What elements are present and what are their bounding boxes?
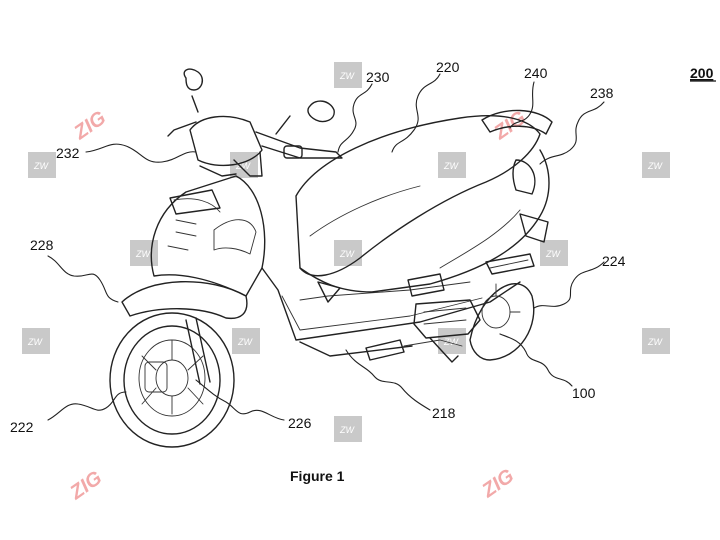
svg-text:ZW: ZW [237, 337, 253, 347]
watermark-box: ZW [540, 240, 568, 266]
leader-226 [195, 379, 285, 421]
left-handlebar [167, 121, 197, 137]
scooter-drawing [109, 68, 553, 448]
svg-text:ZW: ZW [545, 249, 561, 259]
svg-text:ZW: ZW [27, 337, 43, 347]
watermark-box: ZW [438, 152, 466, 178]
seat [295, 115, 541, 277]
right-handlebar [255, 131, 343, 159]
watermark-zig: ZIG [69, 107, 110, 145]
svg-text:ZW: ZW [235, 161, 251, 171]
rear-grab-rail [481, 109, 553, 135]
rear-wheel [469, 283, 535, 361]
svg-text:ZW: ZW [33, 161, 49, 171]
front-wheel [109, 312, 235, 448]
leader-lines [47, 73, 605, 421]
ref-228: 228 [30, 237, 54, 253]
svg-text:ZW: ZW [443, 161, 459, 171]
leader-100 [499, 333, 573, 387]
ref-222: 222 [10, 419, 34, 435]
ref-220: 220 [436, 59, 460, 75]
leader-218 [345, 349, 431, 411]
ref-232: 232 [56, 145, 80, 161]
front-apron [150, 175, 266, 297]
ref-100: 100 [572, 385, 596, 401]
svg-text:ZW: ZW [339, 249, 355, 259]
ref-226: 226 [288, 415, 312, 431]
watermark-box: ZW [642, 328, 670, 354]
right-mirror [275, 100, 335, 135]
watermark-box: ZW [28, 152, 56, 178]
ref-218: 218 [432, 405, 456, 421]
pillion-footrest [485, 253, 535, 275]
watermark-box: ZW [232, 328, 260, 354]
svg-text:ZW: ZW [443, 337, 459, 347]
svg-text:ZW: ZW [135, 249, 151, 259]
leader-230 [337, 83, 373, 153]
watermark-box: ZW [334, 416, 362, 442]
ref-230: 230 [366, 69, 390, 85]
left-mirror [183, 68, 204, 113]
ref-238: 238 [590, 85, 614, 101]
leader-228 [47, 255, 119, 303]
leader-224 [533, 261, 605, 309]
drive-unit [365, 273, 481, 361]
assembly-ref-200: 200 [690, 65, 714, 81]
watermark-box: ZW [334, 240, 362, 266]
tail-lamp [512, 159, 536, 195]
handlebar-cowl [189, 115, 263, 167]
watermark-boxes: ZW ZW ZW ZW ZW ZW ZW ZW ZW ZW ZW ZW ZW [22, 62, 670, 442]
leader-238 [539, 101, 605, 165]
front-fender [121, 281, 248, 320]
svg-text:ZW: ZW [339, 425, 355, 435]
ref-224: 224 [602, 253, 626, 269]
watermark-zig: ZIG [489, 107, 530, 145]
svg-text:ZW: ZW [647, 161, 663, 171]
watermark-box: ZW [130, 240, 158, 266]
leader-220 [391, 73, 441, 153]
headlamp [169, 189, 221, 215]
figure-caption: Figure 1 [290, 468, 345, 484]
svg-text:ZW: ZW [647, 337, 663, 347]
watermark-zig: ZIG [477, 465, 518, 503]
watermark-box: ZW [22, 328, 50, 354]
watermark-box: ZW [334, 62, 362, 88]
ref-240: 240 [524, 65, 548, 81]
side-stand [429, 337, 459, 363]
leader-240 [509, 81, 535, 129]
reference-numerals: 230 220 240 238 232 228 224 222 226 218 … [10, 59, 716, 435]
leader-232 [85, 143, 197, 163]
front-fork [185, 317, 211, 385]
watermark-box: ZW [642, 152, 670, 178]
svg-text:ZW: ZW [339, 71, 355, 81]
leader-222 [47, 391, 127, 421]
watermark-zig: ZIG [65, 467, 106, 505]
floorboard [261, 267, 521, 341]
